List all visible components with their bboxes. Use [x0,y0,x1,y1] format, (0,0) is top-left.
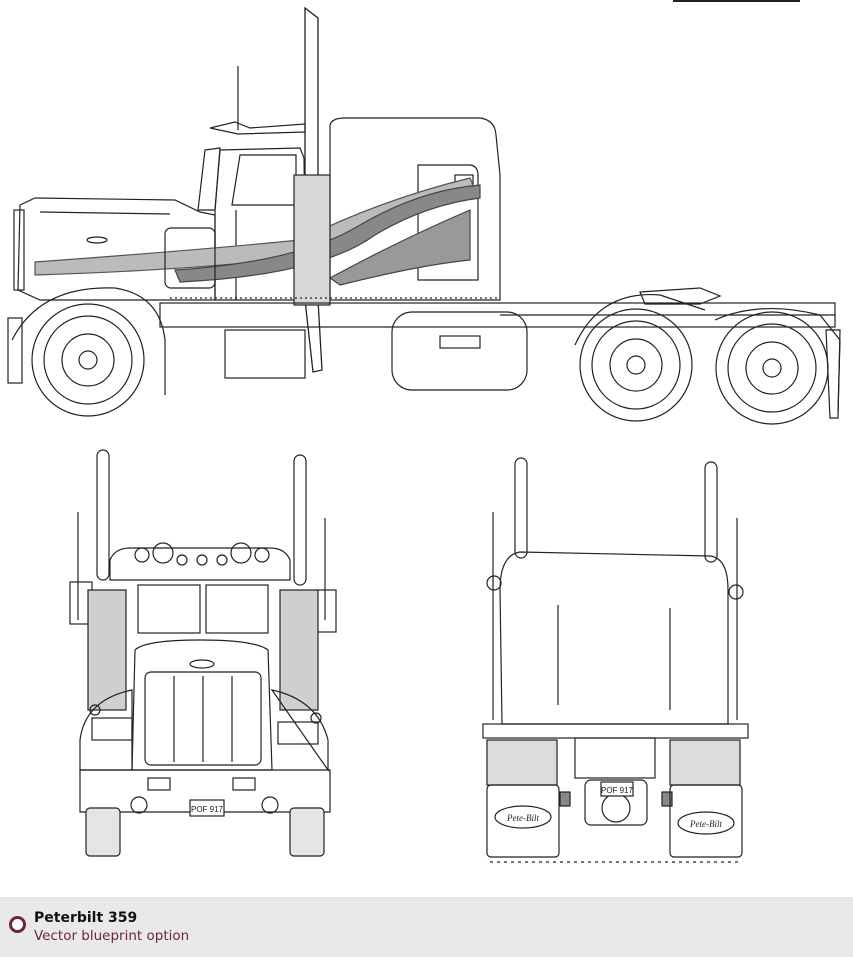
cab-roof [109,547,291,581]
front-fender [79,689,133,771]
mudflap-logo: Pete-Bilt [689,819,722,829]
hood [17,197,216,301]
mud-flap [669,784,743,858]
rear-fender [574,293,706,346]
rear-tire [669,739,741,786]
rear-wheel [715,311,829,425]
side-view [7,0,841,425]
blueprint-drawing: POF 917 POF 917 Pete-Bilt Pete-Bilt [7,0,841,863]
hood-emblem [86,236,108,244]
hood [131,639,273,771]
sleeper [329,117,501,301]
rear-wheel [579,308,693,422]
grille [13,209,25,291]
cab-window [231,154,297,206]
grille [144,671,262,766]
caption-title: Peterbilt 359 [34,910,138,926]
front-tire [289,807,325,857]
air-cleaner [164,227,216,289]
rear-deck [482,723,749,739]
plate-text: POF 917 [191,805,224,814]
fifth-wheel [639,287,722,305]
front-view: POF 917 [69,449,337,857]
windshield [197,147,221,211]
exhaust-stack [704,461,718,563]
rear-fender [714,307,841,413]
front-bumper [79,769,331,813]
mirror [315,589,337,633]
hood-emblem [189,659,215,669]
rear-tire [486,739,558,786]
heat-shield [293,174,331,306]
mud-flap [825,329,841,419]
rear-view: POF 917 Pete-Bilt Pete-Bilt [482,457,749,863]
option-radio[interactable] [9,916,26,933]
front-tire [85,807,121,857]
exhaust-stack [96,449,110,581]
exhaust-stack [293,454,307,586]
step-box [224,329,306,379]
heat-shield [279,589,319,711]
license-plate [189,799,225,817]
mud-flap [486,784,560,858]
paint-stripe [34,177,476,276]
sleeper-back [499,551,729,725]
front-fender [11,287,166,395]
windshield [137,584,201,634]
fuel-tank [391,311,528,391]
sleeper-window [417,164,479,281]
caption-bar: Peterbilt 359 Vector blueprint option [0,897,853,957]
front-wheel [31,303,145,417]
heat-shield [87,589,127,711]
exhaust-stack [514,457,528,559]
caption-subtitle[interactable]: Vector blueprint option [34,928,190,944]
license-plate [600,781,634,797]
windshield [205,584,269,634]
front-bumper [7,317,23,384]
plate-text: POF 917 [601,786,634,795]
mudflap-logo: Pete-Bilt [506,813,539,823]
air-horn [209,121,306,135]
